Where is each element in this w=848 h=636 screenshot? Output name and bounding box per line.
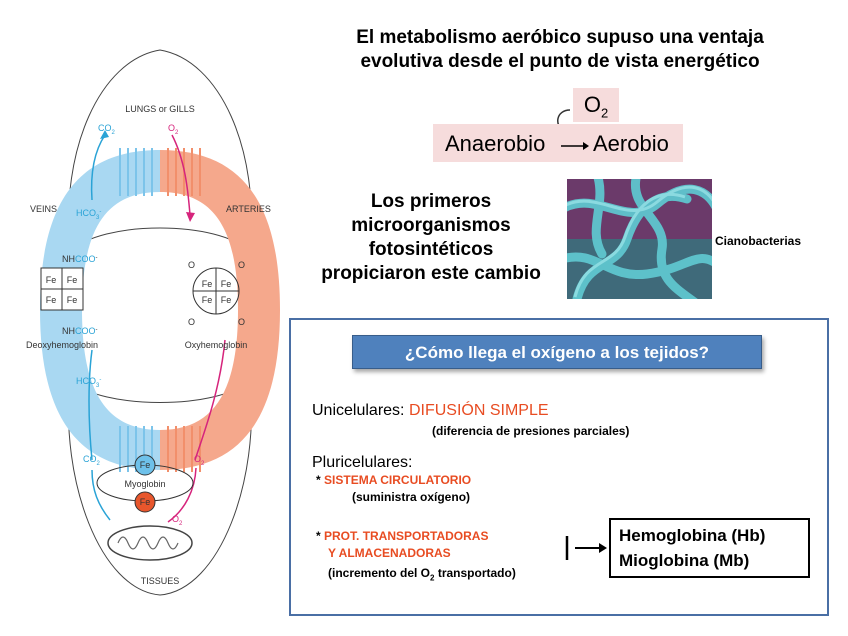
title-line: evolutiva desde el punto de vista energé… (360, 51, 760, 72)
fe-label: Fe (46, 295, 57, 305)
myoglobin-fe-bottom (134, 491, 156, 513)
prot-note: (incremento del O2 transportado) (328, 566, 516, 582)
aerobio-label: Aerobio (593, 131, 669, 156)
prot-note-text: (incremento del O (328, 566, 431, 580)
fe-label: Fe (202, 295, 213, 305)
o2-tissue-label: O2 (194, 454, 205, 467)
unicelulares-label: Unicelulares: (312, 402, 405, 419)
deoxyhemoglobin-box: Fe Fe Fe Fe (40, 267, 84, 311)
question-box: ¿Cómo llega el oxígeno a los tejidos? (352, 335, 762, 369)
cianobacterias-label: Cianobacterias (715, 234, 802, 248)
svg-text:O: O (238, 260, 245, 270)
mioglobina-label: Mioglobina (Mb) (619, 551, 750, 570)
lungs-label: LUNGS or GILLS (125, 104, 195, 114)
deoxyhemoglobin-label: Deoxyhemoglobin (26, 340, 98, 350)
fe-label: Fe (221, 279, 232, 289)
nhcoo-label: NHCOO- (62, 326, 98, 336)
difusion-label: DIFUSIÓN SIMPLE (408, 402, 549, 419)
text-line: propiciaron este cambio (321, 263, 541, 284)
mitochondrion-icon (107, 525, 193, 561)
co2-arrowhead (100, 130, 109, 139)
bullet: * (316, 529, 321, 543)
arteries-label: ARTERIES (226, 204, 271, 214)
artery-down-arrow (194, 339, 226, 461)
prot-line: PROT. TRANSPORTADORAS (324, 529, 489, 543)
fe-label: Fe (221, 295, 232, 305)
anaerobio-label: Anaerobio (445, 131, 546, 156)
nhcoo-label: NHCOO- (62, 254, 98, 264)
bound-o2-marks: O O O O (188, 260, 245, 327)
fe-label: Fe (140, 460, 151, 470)
o2-box: O2 (573, 88, 619, 122)
fe-label: Fe (140, 497, 151, 507)
o2-mito-label: O2 (172, 514, 183, 527)
o2-text: O (583, 92, 601, 117)
prot-block: * PROT. TRANSPORTADORAS Y ALMACENADORAS (316, 528, 488, 562)
circulation-diagram: Fe Fe Fe Fe Fe Fe Fe Fe LUNGS or GILLS T… (26, 49, 280, 596)
sistema-note: (suministra oxígeno) (352, 490, 471, 504)
tissues-label: TISSUES (141, 576, 180, 586)
svg-text:O: O (188, 317, 195, 327)
lungs-lobe (67, 49, 253, 254)
o2-in-arrow (171, 134, 191, 216)
vein-band (40, 150, 160, 470)
oxyhemoglobin-circle: Fe Fe Fe Fe (192, 267, 240, 315)
veins-label: VEINS (30, 204, 57, 214)
sistema-row: * SISTEMA CIRCULATORIO (316, 473, 471, 487)
text-line: microorganismos (351, 215, 511, 236)
bullet: * (316, 473, 321, 487)
hco3-label: HCO3- (76, 376, 101, 389)
primeros-text: Los primeros microorganismos fotosintéti… (300, 190, 562, 286)
o2-tissue-arrow (167, 467, 197, 523)
slide-title: El metabolismo aeróbico supuso una venta… (290, 26, 830, 74)
sistema-label: SISTEMA CIRCULATORIO (324, 473, 472, 487)
prot-line: Y ALMACENADORAS (328, 546, 451, 560)
text-line: Los primeros (370, 191, 492, 212)
svg-text:O: O (238, 317, 245, 327)
prot-note-text: transportado) (434, 566, 516, 580)
fe-label: Fe (46, 275, 57, 285)
vein-up-arrow (88, 349, 93, 461)
unicelulares-note: (diferencia de presiones parciales) (432, 424, 630, 438)
hemoglobina-label: Hemoglobina (Hb) (619, 526, 766, 545)
co2-out-arrow (90, 134, 106, 201)
oxyhemoglobin-label: Oxyhemoglobin (185, 340, 248, 350)
cianobacterias-image (567, 179, 712, 299)
o2-label: O2 (168, 123, 179, 136)
co2-label: CO2 (98, 123, 116, 136)
right-arrow-icon (561, 142, 589, 150)
artery-band (160, 150, 280, 470)
fe-label: Fe (67, 275, 78, 285)
co2-tissue-label: CO2 (83, 454, 101, 467)
oxygen-panel (289, 318, 829, 616)
tissues-lobe (67, 378, 253, 596)
hco3-label: HCO3- (76, 208, 101, 221)
svg-text:O: O (188, 260, 195, 270)
pluricelulares-label: Pluricelulares: (312, 454, 413, 471)
prot-note-sub: 2 (430, 573, 435, 583)
title-line: El metabolismo aeróbico supuso una venta… (356, 27, 764, 48)
o2-arrowhead (186, 212, 195, 222)
co2-tissue-arrow (91, 469, 111, 521)
fe-label: Fe (67, 295, 78, 305)
bracket-arrow-icon (565, 536, 607, 560)
fe-label: Fe (202, 279, 213, 289)
text-line: fotosintéticos (368, 239, 494, 260)
unicelulares-row: Unicelulares: DIFUSIÓN SIMPLE (312, 402, 549, 420)
transition-box: Anaerobio Aerobio (433, 124, 683, 162)
myoglobin-fe-top (134, 454, 156, 476)
proteins-box: Hemoglobina (Hb) Mioglobina (Mb) (609, 518, 810, 578)
myoglobin-label: Myoglobin (124, 479, 165, 489)
o2-subscript: 2 (600, 105, 609, 121)
